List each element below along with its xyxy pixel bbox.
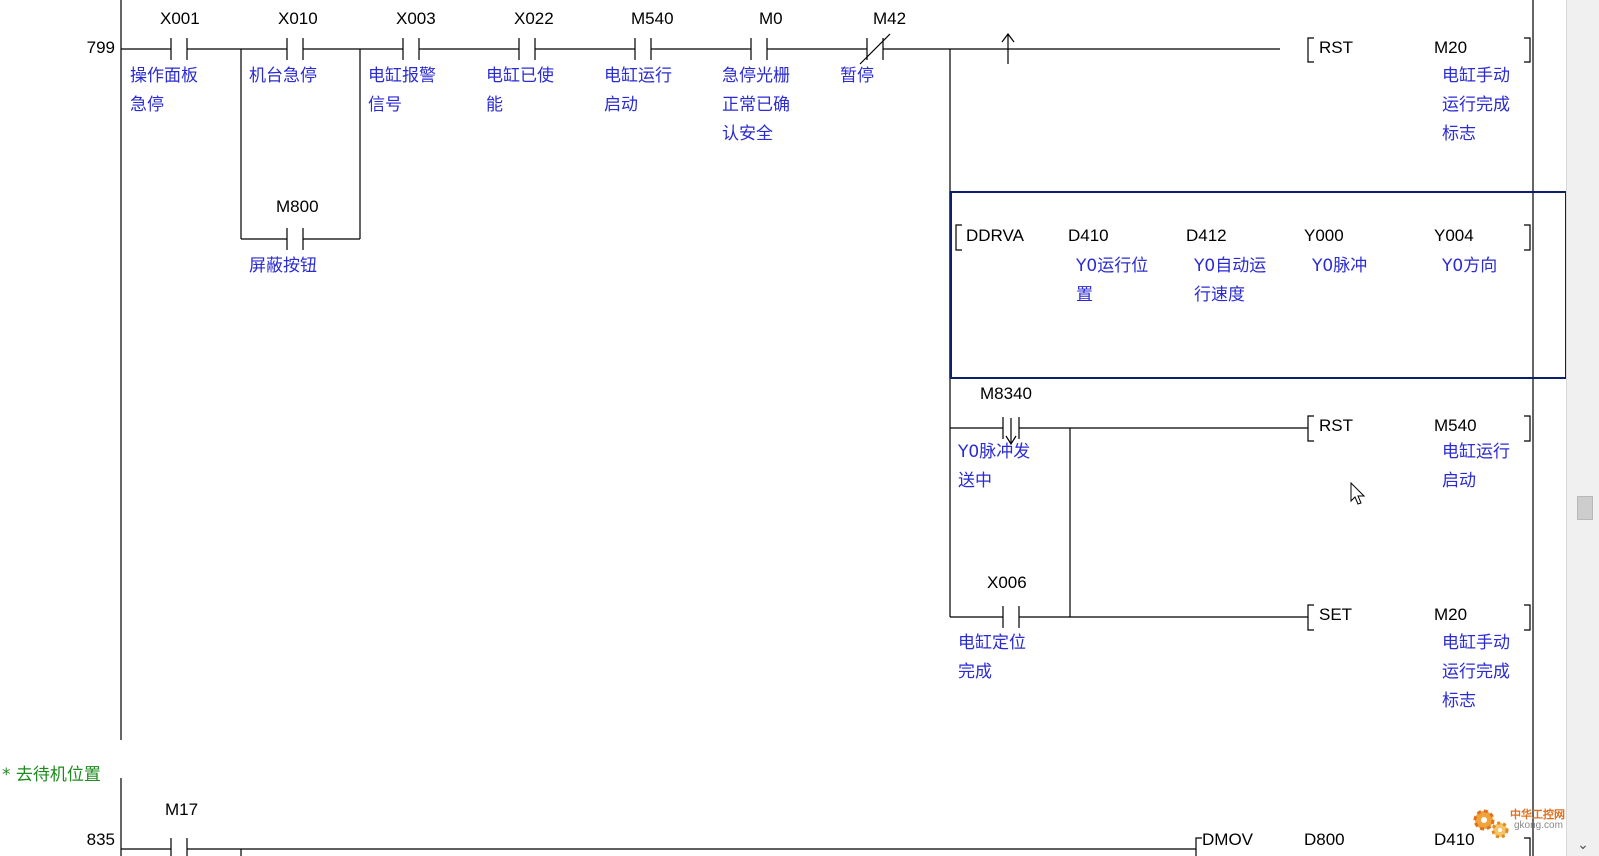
m8340-comment: Y0脉冲发 送中: [958, 442, 1031, 491]
dmov-src[interactable]: D800: [1304, 830, 1345, 849]
contact-comment-4: 电缸已使 能: [486, 66, 554, 115]
ddrva-operand-3-comment: Y0脉冲: [1312, 256, 1368, 276]
contact-device-4[interactable]: X022: [514, 9, 554, 28]
contact-comment-1: 操作面板 急停: [130, 66, 198, 115]
ddrva-operand-1[interactable]: D410: [1068, 226, 1109, 245]
rung2-contact-device[interactable]: M17: [165, 800, 199, 819]
contact-comment-5: 电缸运行 启动: [604, 66, 672, 115]
x006-comment: 电缸定位 完成: [958, 633, 1026, 682]
contact-comment-2: 机台急停: [249, 66, 317, 86]
scroll-down-arrow-icon[interactable]: ⌄: [1577, 836, 1589, 852]
selected-instruction-box: [950, 191, 1566, 379]
watermark: 中华工控网 gkong.com: [1470, 800, 1570, 850]
ddrva-operand-4[interactable]: Y004: [1434, 226, 1474, 245]
set-comment: 电缸手动 运行完成 标志: [1442, 633, 1510, 711]
scrollbar-thumb[interactable]: [1577, 496, 1593, 520]
ddrva-operand-4-comment: Y0方向: [1442, 256, 1498, 276]
rst-instruction[interactable]: RST: [1319, 38, 1353, 57]
contact-comment-6: 急停光栅 正常已确 认安全: [722, 66, 790, 144]
dmov-instruction[interactable]: DMOV: [1202, 830, 1253, 849]
rst-comment: 电缸手动 运行完成 标志: [1442, 66, 1510, 144]
contact-device-1[interactable]: X001: [160, 9, 200, 28]
step-number: 799: [86, 38, 115, 57]
watermark-title: 中华工控网: [1510, 808, 1565, 821]
contact-device-6[interactable]: M0: [759, 9, 783, 28]
ddrva-operand-1-comment: Y0运行位 置: [1076, 256, 1149, 305]
vertical-scrollbar[interactable]: ⌄: [1566, 0, 1599, 856]
gear-icon: [1473, 809, 1509, 839]
ddrva-instruction[interactable]: DDRVA: [966, 226, 1024, 245]
mouse-cursor-icon: [1350, 482, 1366, 505]
contact-comment-7: 暂停: [840, 66, 874, 86]
dmov-dst[interactable]: D410: [1434, 830, 1475, 849]
x006-device[interactable]: X006: [987, 573, 1027, 592]
set-device[interactable]: M20: [1434, 605, 1468, 624]
step-number-2: 835: [86, 830, 115, 849]
ddrva-operand-2-comment: Y0自动运 行速度: [1194, 256, 1267, 305]
contact-comment-3: 电缸报警 信号: [368, 66, 436, 115]
rst2-instruction[interactable]: RST: [1319, 416, 1353, 435]
parallel-contact-device[interactable]: M800: [276, 197, 319, 216]
ddrva-operand-3[interactable]: Y000: [1304, 226, 1344, 245]
set-instruction[interactable]: SET: [1319, 605, 1353, 624]
contact-device-5[interactable]: M540: [631, 9, 674, 28]
section-note: * 去待机位置: [2, 765, 101, 785]
contact-device-3[interactable]: X003: [396, 9, 436, 28]
rst-device[interactable]: M20: [1434, 38, 1468, 57]
rst2-comment: 电缸运行 启动: [1442, 442, 1510, 491]
ddrva-operand-2[interactable]: D412: [1186, 226, 1227, 245]
rst2-device[interactable]: M540: [1434, 416, 1477, 435]
watermark-url: gkong.com: [1514, 820, 1563, 831]
contact-device-7[interactable]: M42: [873, 9, 907, 28]
m8340-device[interactable]: M8340: [980, 384, 1032, 403]
ladder-diagram[interactable]: [0, 0, 1566, 856]
contact-device-2[interactable]: X010: [278, 9, 318, 28]
parallel-contact-comment: 屏蔽按钮: [249, 256, 317, 276]
